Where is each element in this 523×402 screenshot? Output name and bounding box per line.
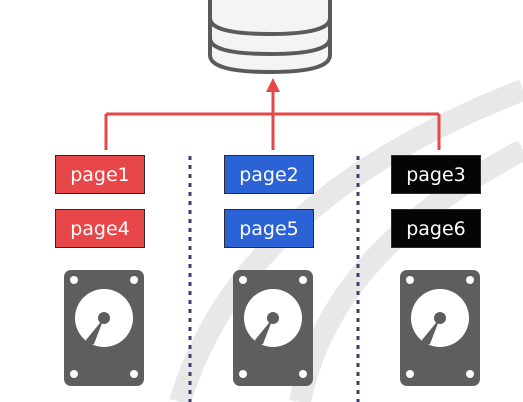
page-label: page2 — [239, 164, 299, 186]
page-box-2: page2 — [224, 155, 314, 194]
page-box-5: page5 — [224, 209, 314, 248]
hard-disk-icon — [233, 270, 313, 386]
page-box-1: page1 — [55, 155, 145, 194]
page-label: page6 — [406, 218, 466, 240]
hard-disk-icon — [400, 270, 480, 386]
arrow-up-icon — [266, 78, 280, 92]
connector-lines — [104, 88, 441, 150]
hard-disk-icon — [64, 270, 144, 386]
page-label: page5 — [239, 218, 299, 240]
page-box-4: page4 — [55, 209, 145, 248]
page-label: page1 — [70, 164, 130, 186]
database-icon — [208, 0, 332, 75]
page-label: page3 — [406, 164, 466, 186]
page-box-3: page3 — [391, 155, 481, 194]
page-label: page4 — [70, 218, 130, 240]
page-box-6: page6 — [391, 209, 481, 248]
